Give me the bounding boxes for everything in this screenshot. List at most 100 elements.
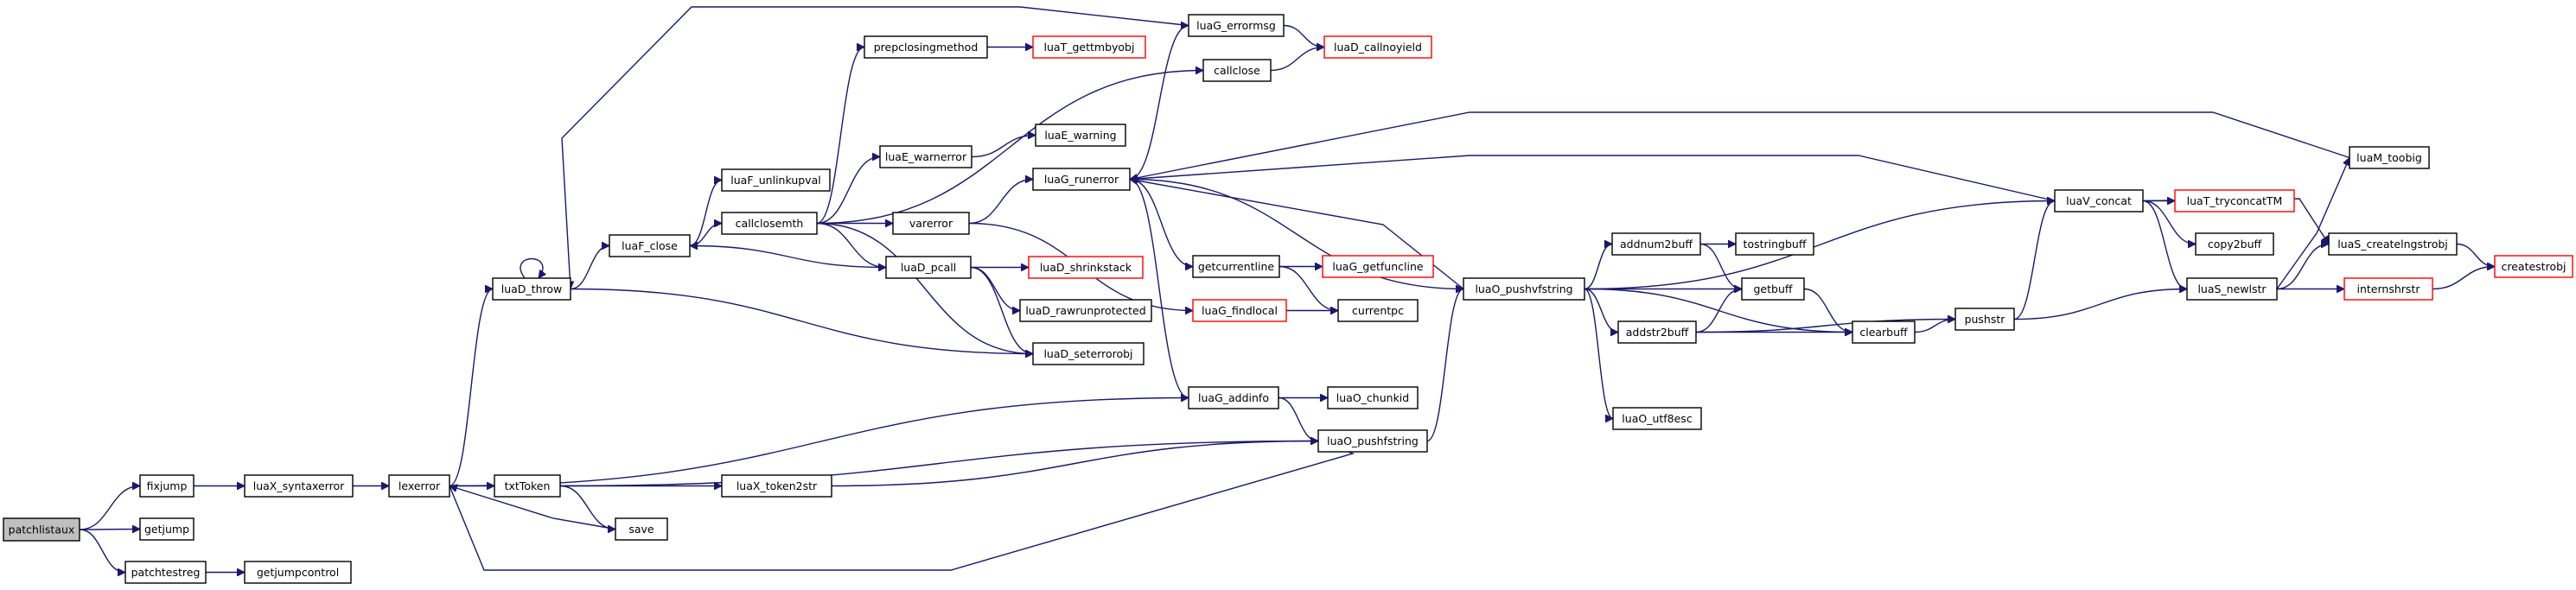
edge-luaV_concat-to-luaS_newlstr [2142, 200, 2188, 289]
node-save[interactable]: save [615, 517, 668, 541]
node-label: patchlistaux [9, 523, 75, 536]
node-box [1192, 255, 1280, 278]
node-luaO_pushvfstring[interactable]: luaO_pushvfstring [1463, 277, 1585, 301]
node-box [1032, 35, 1146, 59]
node-pushstr[interactable]: pushstr [1954, 308, 2015, 331]
node-internshrstr[interactable]: internshrstr [2343, 277, 2433, 301]
node-luaE_warnerror[interactable]: luaE_warnerror [879, 145, 972, 168]
node-addstr2buff[interactable]: addstr2buff [1617, 320, 1697, 344]
node-box [1611, 232, 1701, 256]
node-luaE_warning[interactable]: luaE_warning [1035, 124, 1126, 147]
node-currentpc[interactable]: currentpc [1337, 299, 1419, 322]
node-label: luaD_shrinkstack [1040, 261, 1132, 274]
node-label: luaX_token2str [736, 479, 818, 492]
node-luaG_findlocal[interactable]: luaG_findlocal [1192, 299, 1287, 322]
node-luaF_close[interactable]: luaF_close [609, 234, 691, 257]
node-box [892, 212, 970, 235]
node-luaD_seterrorobj[interactable]: luaD_seterrorobj [1032, 342, 1145, 365]
node-varerror[interactable]: varerror [892, 212, 970, 235]
node-label: txtToken [505, 479, 551, 492]
node-lexerror[interactable]: lexerror [388, 474, 450, 498]
node-label: pushstr [1965, 313, 2006, 326]
node-createstrobj[interactable]: createstrobj [2494, 255, 2573, 278]
node-luaT_tryconcatTM[interactable]: luaT_tryconcatTM [2174, 189, 2295, 213]
node-luaO_utf8esc[interactable]: luaO_utf8esc [1612, 407, 1702, 430]
edge-luaD_pcall-to-luaD_seterrorobj [970, 266, 1034, 354]
node-luaD_callnoyield[interactable]: luaD_callnoyield [1323, 35, 1432, 59]
node-copy2buff[interactable]: copy2buff [2195, 232, 2274, 256]
node-luaS_newlstr[interactable]: luaS_newlstr [2186, 277, 2278, 301]
node-luaG_addinfo[interactable]: luaG_addinfo [1188, 386, 1279, 409]
node-label: save [628, 523, 654, 536]
node-luaD_rawrunprotected[interactable]: luaD_rawrunprotected [1019, 299, 1152, 322]
node-clearbuff[interactable]: clearbuff [1852, 320, 1916, 344]
node-luaF_unlinkupval[interactable]: luaF_unlinkupval [721, 168, 831, 192]
node-label: prepclosingmethod [874, 41, 979, 54]
edge-getcurrentline-to-currentpc [1278, 265, 1338, 311]
edge-pushstr-to-luaV_concat [2013, 201, 2056, 320]
node-luaO_pushfstring[interactable]: luaO_pushfstring [1317, 429, 1428, 453]
node-getjumpcontrol[interactable]: getjumpcontrol [244, 561, 352, 584]
edge-luaD_throw-to-luaD_throw [520, 257, 543, 279]
edge-callclosemth-to-luaE_warnerror [816, 157, 880, 225]
node-txtToken[interactable]: txtToken [494, 474, 561, 498]
node-luaD_throw[interactable]: luaD_throw [492, 277, 571, 301]
node-box [244, 561, 352, 584]
node-getbuff[interactable]: getbuff [1741, 277, 1805, 301]
edge-luaO_pushvfstring-to-luaV_concat [1584, 201, 2055, 290]
node-luaV_concat[interactable]: luaV_concat [2054, 189, 2144, 213]
node-label: luaD_rawrunprotected [1025, 304, 1145, 317]
node-callclosemth[interactable]: callclosemth [721, 212, 818, 235]
node-luaS_createlngstrobj[interactable]: luaS_createlngstrobj [2328, 232, 2458, 256]
node-luaG_getfuncline[interactable]: luaG_getfuncline [1322, 255, 1434, 278]
node-luaO_chunkid[interactable]: luaO_chunkid [1327, 386, 1419, 409]
node-label: callclosemth [736, 217, 804, 230]
node-label: luaF_close [622, 239, 678, 252]
node-luaX_token2str[interactable]: luaX_token2str [721, 474, 832, 498]
node-addnum2buff[interactable]: addnum2buff [1611, 232, 1701, 256]
node-box [1741, 277, 1805, 301]
node-label: internshrstr [2357, 282, 2421, 295]
node-label: fixjump [147, 479, 188, 492]
edge-luaV_concat-to-luaG_runerror [1130, 155, 2056, 202]
node-tostringbuff[interactable]: tostringbuff [1735, 232, 1814, 256]
edge-callclosemth-to-prepclosingmethod [816, 48, 865, 225]
edge-getbuff-to-clearbuff [1803, 288, 1853, 333]
node-box [1035, 124, 1126, 147]
edge-luaG_addinfo-to-luaO_pushfstring [1278, 397, 1319, 441]
node-getcurrentline[interactable]: getcurrentline [1192, 255, 1280, 278]
node-box [1192, 299, 1287, 322]
nodes-layer: patchlistaux fixjump getjump patchtestreg ge… [3, 14, 2573, 584]
node-patchtestreg[interactable]: patchtestreg [124, 561, 207, 584]
node-box [2328, 232, 2458, 256]
node-box [1954, 308, 2015, 331]
node-box [3, 517, 80, 542]
edge-luaO_pushvfstring-to-addnum2buff [1584, 244, 1613, 290]
node-label: luaV_concat [2066, 194, 2132, 207]
node-fixjump[interactable]: fixjump [139, 474, 194, 498]
node-box [1019, 299, 1152, 322]
node-luaG_runerror[interactable]: luaG_runerror [1032, 168, 1131, 191]
node-luaT_gettmbyobj[interactable]: luaT_gettmbyobj [1032, 35, 1146, 59]
node-box [1032, 342, 1145, 365]
node-luaX_syntaxerror[interactable]: luaX_syntaxerror [244, 474, 354, 498]
edge-clearbuff-to-pushstr [1914, 320, 1955, 333]
node-getjump[interactable]: getjump [139, 517, 194, 541]
node-label: createstrobj [2501, 260, 2566, 273]
node-box [721, 474, 832, 498]
node-callclose[interactable]: callclose [1202, 59, 1272, 82]
node-label: tostringbuff [1744, 238, 1807, 251]
node-luaD_pcall[interactable]: luaD_pcall [885, 256, 972, 279]
node-label: luaG_findlocal [1202, 304, 1278, 317]
edge-luaF_close-to-callclosemth [689, 224, 723, 247]
node-box [2186, 277, 2278, 301]
node-luaD_shrinkstack[interactable]: luaD_shrinkstack [1028, 256, 1144, 279]
node-patchlistaux[interactable]: patchlistaux [3, 517, 80, 542]
node-label: currentpc [1352, 304, 1404, 317]
node-label: luaD_pcall [901, 261, 956, 274]
node-luaG_errormsg[interactable]: luaG_errormsg [1188, 14, 1285, 37]
node-prepclosingmethod[interactable]: prepclosingmethod [864, 35, 988, 59]
node-luaM_toobig[interactable]: luaM_toobig [2349, 146, 2430, 169]
edge-txtToken-to-save [559, 485, 615, 530]
